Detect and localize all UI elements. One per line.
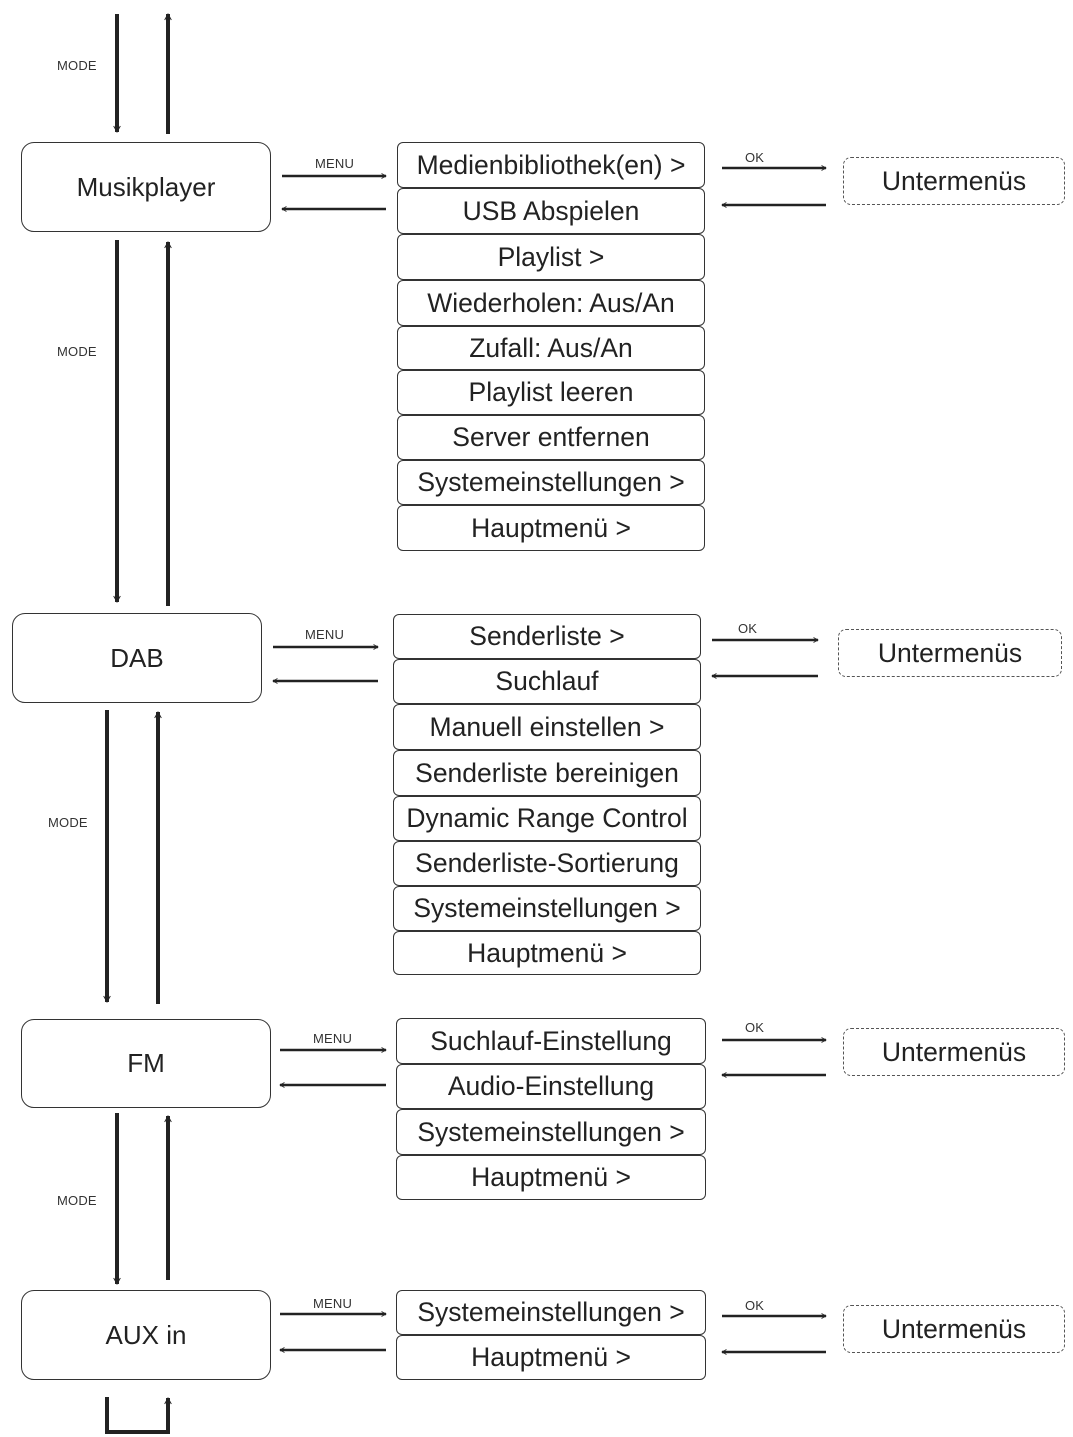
ok-label: OK [745, 1020, 765, 1035]
menu-item: Systemeinstellungen > [397, 460, 705, 505]
menu-item: USB Abspielen [397, 188, 705, 234]
menu-item: Senderliste > [393, 614, 701, 659]
submenu-box: Untermenüs [838, 629, 1062, 677]
menu-item: Systemeinstellungen > [393, 886, 701, 931]
mode-label: MODE [57, 58, 97, 73]
menu-item: Server entfernen [397, 415, 705, 460]
mode-label: MODE [48, 815, 88, 830]
menu-item: Senderliste bereinigen [393, 750, 701, 796]
submenu-box: Untermenüs [843, 1028, 1065, 1076]
menu-item: Suchlauf [393, 659, 701, 704]
menu-label: MENU [315, 156, 355, 171]
menu-item: Audio-Einstellung [396, 1064, 706, 1109]
menu-item: Systemeinstellungen > [396, 1290, 706, 1335]
mode-box-dab: DAB [12, 613, 262, 703]
mode-box-fm: FM [21, 1019, 271, 1108]
menu-item: Playlist > [397, 234, 705, 280]
menu-item: Playlist leeren [397, 370, 705, 415]
ok-label: OK [745, 1298, 765, 1313]
mode-label: MODE [57, 1193, 97, 1208]
menu-item: Hauptmenü > [396, 1335, 706, 1380]
submenu-box: Untermenüs [843, 157, 1065, 205]
submenu-box: Untermenüs [843, 1305, 1065, 1353]
mode-label: MODE [57, 344, 97, 359]
menu-item: Senderliste-Sortierung [393, 841, 701, 886]
menu-label: MENU [305, 627, 345, 642]
ok-label: OK [745, 150, 765, 165]
menu-item: Hauptmenü > [397, 505, 705, 551]
menu-item: Systemeinstellungen > [396, 1109, 706, 1155]
mode-box-musikplayer: Musikplayer [21, 142, 271, 232]
menu-item: Manuell einstellen > [393, 704, 701, 750]
menu-item: Suchlauf-Einstellung [396, 1018, 706, 1064]
mode-arrow-loop [105, 1397, 172, 1434]
menu-item: Medienbibliothek(en) > [397, 142, 705, 188]
menu-item: Hauptmenü > [396, 1155, 706, 1200]
menu-item: Hauptmenü > [393, 931, 701, 975]
menu-label: MENU [313, 1296, 353, 1311]
menu-item: Wiederholen: Aus/An [397, 280, 705, 326]
menu-item: Zufall: Aus/An [397, 326, 705, 370]
menu-item: Dynamic Range Control [393, 796, 701, 841]
ok-label: OK [738, 621, 758, 636]
mode-box-aux-in: AUX in [21, 1290, 271, 1380]
menu-label: MENU [313, 1031, 353, 1046]
